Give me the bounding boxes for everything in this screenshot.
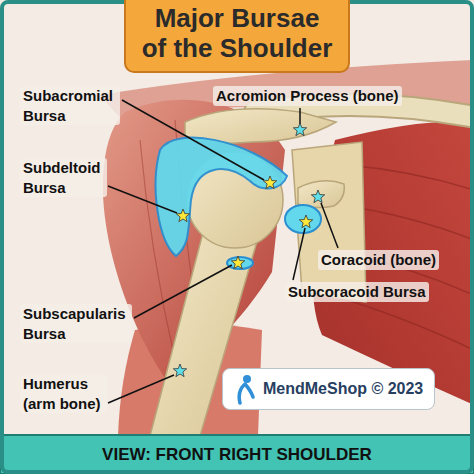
logo-head — [243, 375, 251, 383]
marker-stars — [173, 123, 324, 377]
part-label: Subscapularis Bursa — [20, 304, 132, 343]
brand-text: MendMeShop © 2023 — [263, 380, 423, 398]
bone-star — [173, 364, 186, 377]
caption-bar — [0, 435, 474, 474]
bone-star — [293, 123, 306, 136]
caption: VIEW: FRONT RIGHT SHOULDER — [0, 437, 474, 472]
leader-line — [108, 375, 174, 403]
brand-box: MendMeShop © 2023 — [222, 368, 435, 410]
leader-line — [293, 228, 305, 280]
leader-line — [122, 100, 264, 180]
part-label: Subacromial Bursa — [20, 86, 120, 125]
subcoracoid-bursa — [285, 205, 321, 233]
title-box: Major Bursae of the Shoulder — [124, 0, 350, 73]
part-label: Coracoid (bone) — [318, 250, 439, 270]
bone-star — [311, 190, 324, 203]
bursa-star — [299, 215, 312, 228]
bursa-star — [263, 176, 276, 189]
scapula-bone — [292, 142, 366, 302]
logo-body — [239, 384, 253, 403]
leader-line — [299, 108, 301, 124]
part-label: Subcoracoid Bursa — [285, 282, 429, 302]
part-label: Subdeltoid Bursa — [20, 158, 107, 197]
leader-line — [134, 265, 232, 318]
part-label: Acromion Process (bone) — [213, 86, 402, 106]
leader-line — [108, 186, 177, 213]
title: Major Bursae of the Shoulder — [140, 4, 334, 64]
subscapularis-bursa — [227, 257, 253, 269]
logo-icon — [231, 373, 257, 405]
leader-lines — [108, 100, 338, 403]
bursa-star — [176, 209, 189, 222]
leader-line — [321, 203, 338, 248]
bursa-star — [231, 256, 244, 269]
part-label: Humerus (arm bone) — [20, 374, 107, 413]
